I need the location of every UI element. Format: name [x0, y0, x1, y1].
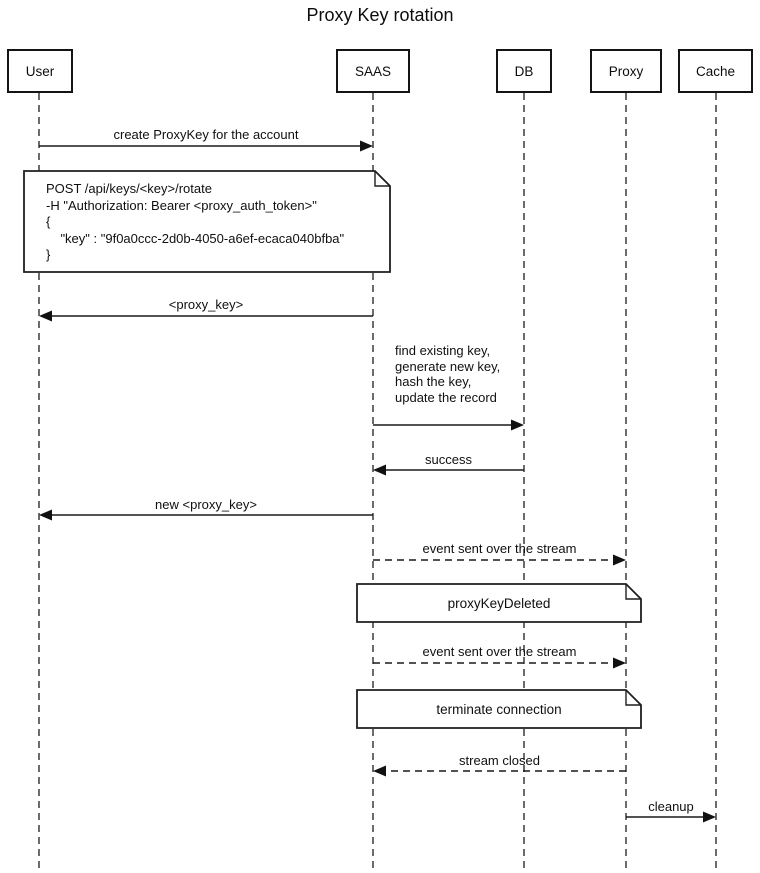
actor-proxy-label: Proxy: [608, 63, 644, 79]
actor-db-label: DB: [514, 63, 534, 79]
arrowhead-right-icon: [613, 657, 626, 669]
actor-cache: Cache: [678, 49, 753, 93]
actor-cache-label: Cache: [695, 63, 736, 79]
note-request-payload-text: POST /api/keys/<key>/rotate -H "Authoriz…: [46, 181, 344, 264]
actor-saas: SAAS: [336, 49, 410, 93]
message-label-new-proxy-key: new <proxy_key>: [155, 497, 257, 512]
note-proxy-key-deleted-shape: [356, 583, 642, 623]
note-terminate-connection-shape: [356, 689, 642, 729]
message-label-db-success: success: [425, 452, 472, 467]
note-request-line: }: [46, 247, 51, 263]
actor-user-label: User: [25, 63, 55, 79]
arrowhead-right-icon: [360, 140, 373, 152]
note-request-line: "key" : "9f0a0ccc-2d0b-4050-a6ef-ecaca04…: [46, 230, 345, 246]
message-label-event-stream-1: event sent over the stream: [422, 541, 577, 556]
arrowhead-left-icon: [373, 464, 386, 476]
arrowhead-left-icon: [373, 765, 386, 777]
actor-user: User: [7, 49, 73, 93]
diagram-title: Proxy Key rotation: [306, 5, 454, 25]
message-label-cleanup: cleanup: [648, 799, 694, 814]
arrowhead-left-icon: [39, 310, 52, 322]
note-request-line: {: [46, 214, 51, 230]
note-request-payload-shape: [23, 170, 391, 273]
actor-saas-label: SAAS: [354, 63, 392, 79]
message-label-update-db: find existing key, generate new key, has…: [395, 343, 501, 406]
message-label-event-stream-2: event sent over the stream: [422, 644, 577, 659]
actor-proxy: Proxy: [590, 49, 662, 93]
arrowhead-left-icon: [39, 509, 52, 521]
note-proxy-key-deleted-text: proxyKeyDeleted: [447, 596, 551, 611]
note-request-line: -H "Authorization: Bearer <proxy_auth_to…: [46, 197, 317, 213]
message-label-proxy-key-return: <proxy_key>: [168, 297, 244, 312]
message-label-stream-closed: stream closed: [459, 753, 540, 768]
arrowhead-right-icon: [613, 554, 626, 566]
arrowhead-right-icon: [511, 419, 524, 431]
note-terminate-connection-text: terminate connection: [436, 702, 562, 717]
arrowhead-right-icon: [703, 811, 716, 823]
message-label-create-proxykey: create ProxyKey for the account: [113, 127, 299, 142]
note-request-line: POST /api/keys/<key>/rotate: [46, 181, 212, 196]
actor-db: DB: [496, 49, 552, 93]
